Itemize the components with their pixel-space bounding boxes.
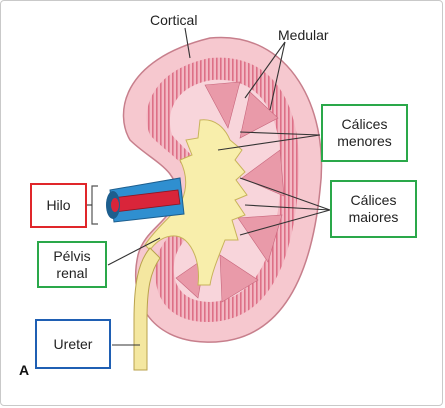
label-medular: Medular: [278, 27, 329, 43]
calices-maiores-line2: maiores: [348, 209, 399, 225]
label-box-ureter: Ureter: [35, 319, 111, 369]
figure-letter: A: [19, 362, 30, 378]
calices-menores-line2: menores: [337, 133, 392, 149]
hilum-vessels: [106, 177, 185, 223]
calices-maiores-line1: Cálices: [350, 192, 397, 208]
ureter-tube: [133, 247, 161, 371]
label-box-calices-maiores: Cálices maiores: [330, 180, 417, 238]
pelvis-renal-line2: renal: [56, 264, 88, 281]
label-box-calices-menores: Cálices menores: [321, 104, 408, 162]
label-box-hilo: Hilo: [30, 183, 87, 228]
ureter-text: Ureter: [53, 335, 93, 352]
calices-menores-line1: Cálices: [341, 116, 388, 132]
label-box-pelvis-renal: Pélvis renal: [37, 241, 107, 288]
leader-lines: [86, 27, 331, 346]
hilo-text: Hilo: [46, 197, 71, 213]
label-cortical: Cortical: [150, 12, 198, 28]
pelvis-renal-line1: Pélvis: [53, 247, 91, 264]
hilo-bracket: [91, 185, 98, 225]
